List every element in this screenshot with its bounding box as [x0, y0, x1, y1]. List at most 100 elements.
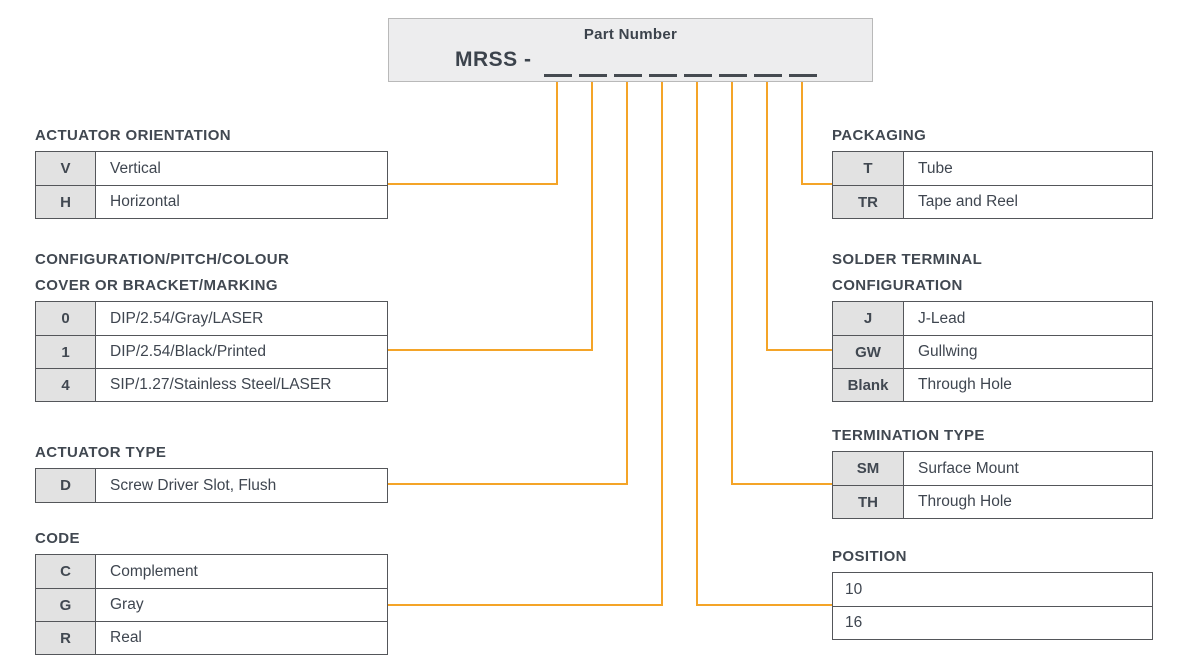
- description-cell: Complement: [110, 562, 198, 580]
- description-cell: Through Hole: [918, 493, 1012, 510]
- section-position: POSITION 10 16: [832, 544, 1153, 640]
- table-row: 16: [833, 606, 1152, 639]
- table-row: 10: [833, 573, 1152, 606]
- table-row: 4 SIP/1.27/Stainless Steel/LASER: [36, 368, 387, 401]
- section-configuration-pitch-colour: CONFIGURATION/PITCH/COLOUR COVER OR BRACK…: [35, 247, 388, 402]
- section-title: CODE: [35, 526, 388, 552]
- connector-line-termination-type: [731, 82, 733, 485]
- section-title-line: ACTUATOR ORIENTATION: [35, 127, 232, 144]
- section-title-line: CODE: [35, 530, 80, 547]
- table-row: 0 DIP/2.54/Gray/LASER: [36, 302, 387, 335]
- connector-line-configuration-pitch-colour: [591, 82, 593, 351]
- description-cell: DIP/2.54/Gray/LASER: [110, 309, 264, 327]
- section-actuator-type: ACTUATOR TYPE D Screw Driver Slot, Flush: [35, 440, 388, 503]
- connector-line-actuator-type: [626, 82, 628, 485]
- code-cell: T: [833, 152, 904, 185]
- description-cell: Gullwing: [918, 343, 978, 360]
- description-cell: 10: [845, 580, 863, 598]
- table-row: C Complement: [36, 555, 387, 588]
- code-cell: 1: [36, 336, 96, 368]
- connector-line-actuator-orientation: [556, 82, 558, 185]
- connector-line-termination-type: [731, 483, 832, 485]
- section-title: PACKAGING: [832, 123, 1153, 149]
- code-cell: SM: [833, 452, 904, 485]
- section-title-line: COVER OR BRACKET/MARKING: [35, 277, 278, 294]
- code-cell: G: [36, 589, 96, 621]
- part-number-digit-blank: [544, 74, 572, 77]
- description-cell: DIP/2.54/Black/Printed: [110, 343, 266, 360]
- section-title-line: ACTUATOR TYPE: [35, 444, 167, 461]
- part-number-digit-blank: [719, 74, 747, 77]
- connector-line-code: [388, 604, 663, 606]
- connector-line-configuration-pitch-colour: [388, 349, 593, 351]
- connector-line-packaging: [801, 183, 832, 185]
- option-table: D Screw Driver Slot, Flush: [35, 468, 388, 503]
- section-title-line: SOLDER TERMINAL: [832, 251, 983, 268]
- table-row: D Screw Driver Slot, Flush: [36, 469, 387, 502]
- part-number-digit-blank: [579, 74, 607, 77]
- section-title-line: TERMINATION TYPE: [832, 427, 985, 444]
- description-cell: Horizontal: [110, 193, 180, 210]
- description-cell: Surface Mount: [918, 459, 1019, 477]
- connector-line-actuator-type: [388, 483, 628, 485]
- part-number-digit-blank: [789, 74, 817, 77]
- code-cell: GW: [833, 336, 904, 368]
- table-row: J J-Lead: [833, 302, 1152, 335]
- connector-line-packaging: [801, 82, 803, 185]
- section-title: ACTUATOR TYPE: [35, 440, 388, 466]
- description-cell: Screw Driver Slot, Flush: [110, 476, 277, 494]
- code-cell: D: [36, 469, 96, 502]
- code-cell: C: [36, 555, 96, 588]
- table-row: SM Surface Mount: [833, 452, 1152, 485]
- description-cell: J-Lead: [918, 309, 966, 327]
- connector-line-solder-terminal-configuration: [766, 82, 768, 351]
- code-cell: Blank: [833, 369, 904, 401]
- connector-line-actuator-orientation: [388, 183, 558, 185]
- section-title: ACTUATOR ORIENTATION: [35, 123, 388, 149]
- table-row: H Horizontal: [36, 185, 387, 218]
- part-number-digit-blank: [614, 74, 642, 77]
- part-number-title: Part Number: [583, 26, 678, 43]
- section-title-line: CONFIGURATION/PITCH/COLOUR: [35, 251, 290, 268]
- section-title: TERMINATION TYPE: [832, 423, 1153, 449]
- part-number-digit-blank: [649, 74, 677, 77]
- description-cell: SIP/1.27/Stainless Steel/LASER: [110, 376, 332, 393]
- section-title-line: PACKAGING: [832, 127, 927, 144]
- description-cell: 16: [845, 614, 863, 631]
- connector-line-position: [696, 604, 832, 606]
- code-cell: H: [36, 186, 96, 218]
- code-cell: J: [833, 302, 904, 335]
- connector-line-position: [696, 82, 698, 606]
- section-title: POSITION: [832, 544, 1153, 570]
- part-number-digit-blank: [754, 74, 782, 77]
- section-title: SOLDER TERMINAL CONFIGURATION: [832, 247, 1153, 299]
- connector-line-code: [661, 82, 663, 606]
- part-number-prefix: MRSS -: [455, 48, 532, 71]
- code-cell: V: [36, 152, 96, 185]
- section-title-line: CONFIGURATION: [832, 277, 963, 294]
- code-cell: 0: [36, 302, 96, 335]
- code-cell: 4: [36, 369, 96, 401]
- option-table: 10 16: [832, 572, 1153, 640]
- part-number-digit-blank: [684, 74, 712, 77]
- code-cell: TR: [833, 186, 904, 218]
- section-title-line: POSITION: [832, 548, 907, 565]
- description-cell: Real: [110, 629, 142, 646]
- table-row: GW Gullwing: [833, 335, 1152, 368]
- part-number-box: Part Number MRSS -: [388, 18, 873, 82]
